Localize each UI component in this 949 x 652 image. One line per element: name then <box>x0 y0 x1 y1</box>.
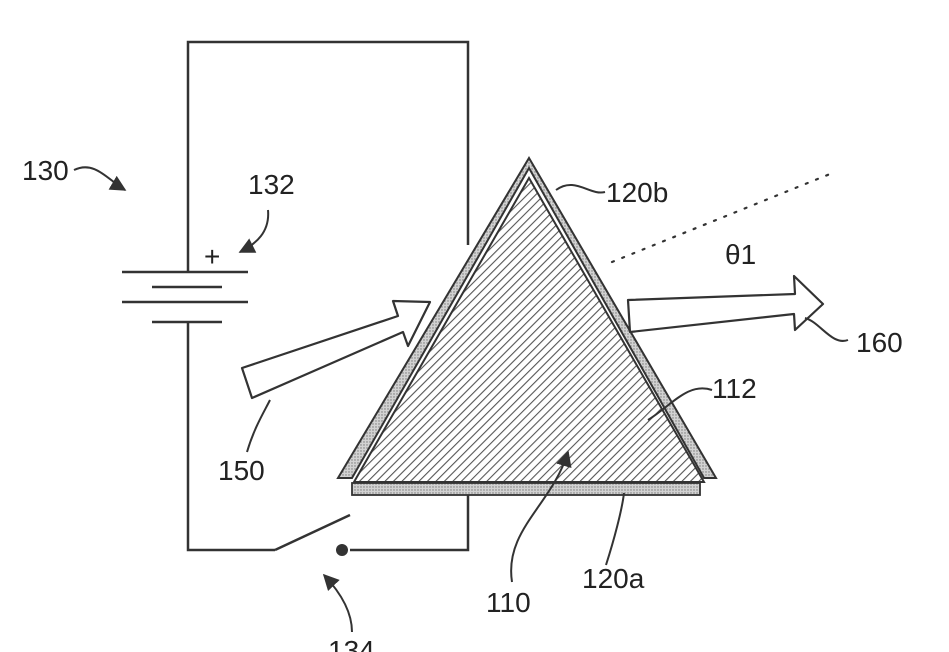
label-120a: 120a <box>582 563 645 594</box>
label-110: 110 <box>486 587 531 618</box>
switch-contact <box>336 544 348 556</box>
label-120b: 120b <box>606 177 668 208</box>
label-130: 130 <box>22 155 69 186</box>
label-134: 134 <box>328 635 375 652</box>
label-112: 112 <box>712 373 757 404</box>
output-beam <box>628 276 823 332</box>
label-160: 160 <box>856 327 903 358</box>
coating-120a <box>352 483 700 495</box>
label-plus: + <box>204 241 220 272</box>
switch <box>275 515 350 556</box>
label-theta1: θ1 <box>725 239 756 270</box>
label-150: 150 <box>218 455 265 486</box>
label-132: 132 <box>248 169 295 200</box>
battery <box>122 272 248 322</box>
